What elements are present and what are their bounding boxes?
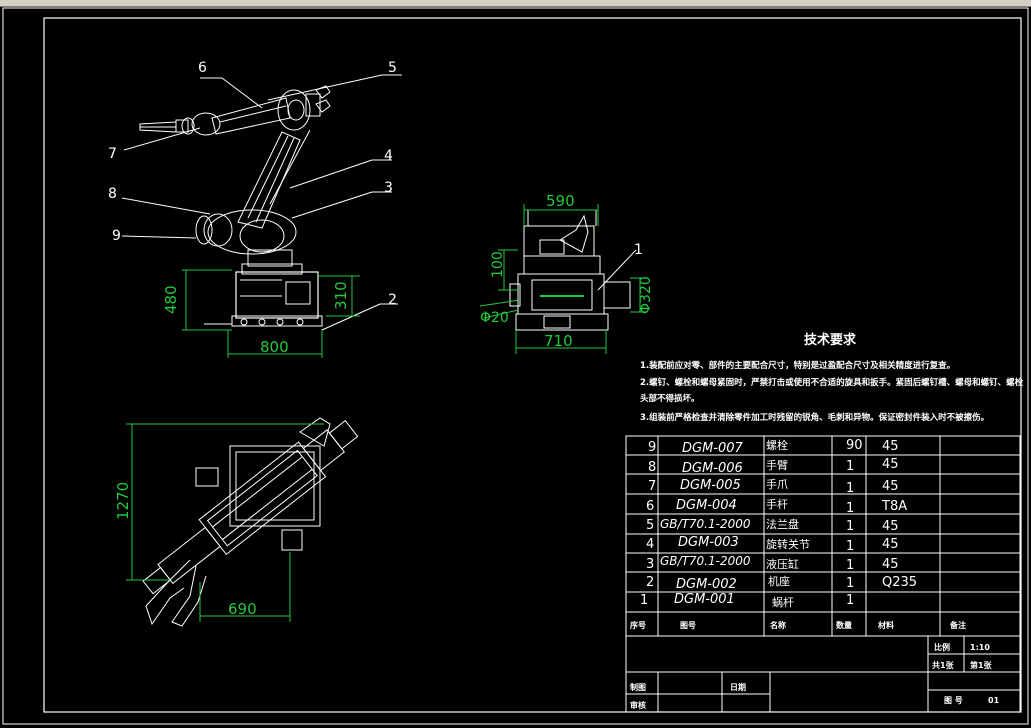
bom-row-9-qty: 1 — [846, 593, 854, 608]
balloon-7: 7 — [108, 146, 117, 162]
bom-row-7-qty: 1 — [846, 558, 854, 573]
side-view-leaders — [121, 74, 402, 331]
front-view-dimensions — [479, 204, 646, 354]
side-view-dimensions — [182, 269, 360, 358]
bom-row-1-qty: 90 — [846, 438, 863, 453]
bom-row-4-name: 手杆 — [766, 497, 788, 511]
drawing-no: 01 — [988, 696, 1000, 705]
bom-row-9-no: 1 — [640, 593, 648, 608]
bom-row-8-mat: Q235 — [882, 575, 917, 590]
bom-header-note: 备注 — [949, 620, 966, 630]
front-view-robot — [509, 210, 631, 331]
bom-row-8-code: DGM-002 — [676, 577, 737, 592]
bom-table-grid — [625, 435, 1021, 713]
bom-row-3-code: DGM-005 — [680, 478, 741, 493]
bom-row-3-mat: 45 — [882, 479, 899, 494]
bom-row-8-no: 2 — [646, 575, 654, 590]
bom-row-4-mat: T8A — [881, 499, 907, 514]
drawing-no-label: 图 号 — [944, 696, 963, 705]
dim-phi20: Φ20 — [480, 310, 509, 326]
bom-row-2-name: 手臂 — [766, 458, 788, 472]
bom-row-4-no: 6 — [646, 499, 654, 514]
balloon-1: 1 — [634, 242, 643, 258]
bom-row-3-no: 7 — [648, 479, 656, 494]
bom-header-code: 图号 — [680, 621, 696, 630]
bom-row-1-mat: 45 — [882, 439, 899, 454]
bom-row-6-code: DGM-003 — [678, 535, 739, 550]
window-top-bar — [0, 0, 1031, 7]
balloon-8: 8 — [108, 186, 117, 202]
bom-row-6-qty: 1 — [846, 539, 854, 554]
bom-row-3-name: 手爪 — [766, 477, 788, 491]
bom-header-name: 名称 — [770, 620, 786, 630]
bom-row-2-qty: 1 — [846, 459, 854, 474]
bom-header-mat: 材料 — [878, 620, 894, 630]
bom-row-9-name: 蜗杆 — [772, 595, 794, 609]
bom-row-1-no: 9 — [648, 440, 656, 455]
bom-row-2-no: 8 — [648, 460, 656, 475]
inner-frame — [43, 17, 1022, 713]
side-view-robot — [139, 85, 331, 327]
tech-line-1: 1.装配前应对零、部件的主要配合尺寸，特别是过盈配合尺寸及相关精度进行复查。 — [640, 360, 955, 371]
dim-480: 480 — [162, 285, 180, 314]
tech-title: 技术要求 — [804, 332, 857, 348]
balloon-3: 3 — [384, 180, 393, 196]
dim-800: 800 — [260, 338, 289, 356]
tech-line-3: 3.组装前严格检查并清除零件加工时残留的锐角、毛刺和异物。保证密封件装入时不被擦… — [640, 412, 989, 423]
bom-row-2-mat: 45 — [882, 457, 899, 472]
bom-row-8-name: 机座 — [768, 574, 790, 588]
bom-header-qty: 数量 — [836, 620, 852, 630]
bom-rows: 9 DGM-007 螺栓 90 45 8 DGM-006 手臂 1 45 7 D… — [640, 438, 917, 609]
bom-row-5-no: 5 — [646, 518, 654, 533]
bom-row-1-name: 螺栓 — [766, 438, 788, 452]
balloon-5: 5 — [388, 60, 397, 76]
bom-row-3-qty: 1 — [846, 481, 854, 496]
bom-row-7-no: 3 — [646, 557, 654, 572]
sheet-number: 第1张 — [970, 660, 993, 670]
scale-value: 1:10 — [970, 643, 990, 652]
bom-row-6-mat: 45 — [882, 537, 899, 552]
bom-row-5-code: GB/T70.1-2000 — [660, 517, 751, 531]
bom-row-1-code: DGM-007 — [682, 441, 744, 456]
plan-view-dimensions — [126, 423, 324, 622]
bom-header: 序号 图号 名称 数量 材料 备注 — [630, 620, 966, 630]
outer-frame — [2, 7, 1029, 725]
dim-710: 710 — [544, 332, 573, 350]
dim-100: 100 — [490, 251, 506, 278]
bom-row-6-no: 4 — [646, 537, 654, 552]
bom-row-7-name: 液压缸 — [766, 557, 799, 571]
bom-row-4-code: DGM-004 — [676, 498, 737, 513]
dim-phi320: Φ320 — [638, 276, 654, 314]
title-block: 比例 1:10 共1张 第1张 制图 日期 审核 图 号 01 — [630, 642, 1000, 710]
bom-row-2-code: DGM-006 — [682, 461, 743, 476]
sheets-total: 共1张 — [932, 660, 955, 670]
balloon-9: 9 — [112, 228, 121, 244]
dim-310: 310 — [332, 281, 350, 310]
balloon-6: 6 — [198, 60, 207, 76]
plan-view-robot — [142, 417, 359, 627]
bom-row-4-qty: 1 — [846, 501, 854, 516]
scale-label: 比例 — [934, 642, 950, 652]
checked-label: 审核 — [630, 700, 646, 710]
bom-row-5-name: 法兰盘 — [766, 517, 799, 531]
bom-row-7-code: GB/T70.1-2000 — [660, 554, 751, 568]
bom-row-7-mat: 45 — [882, 557, 899, 572]
dim-1270: 1270 — [114, 482, 132, 520]
bom-row-6-name: 旋转关节 — [766, 537, 810, 551]
balloon-2: 2 — [388, 292, 397, 308]
balloon-4: 4 — [384, 148, 393, 164]
side-view-balloons: 6 5 7 4 3 8 9 2 — [108, 60, 397, 308]
bom-row-9-code: DGM-001 — [674, 592, 735, 607]
bom-row-5-qty: 1 — [846, 519, 854, 534]
tech-line-2a: 2.螺钉、螺栓和螺母紧固时，严禁打击或使用不合适的旋具和扳手。紧固后螺钉槽、螺母… — [640, 377, 1024, 388]
bom-row-8-qty: 1 — [846, 576, 854, 591]
bom-header-no: 序号 — [630, 620, 646, 630]
dim-690: 690 — [228, 600, 257, 618]
tech-line-2b: 头部不得损坏。 — [640, 393, 700, 404]
drawn-label: 制图 — [630, 682, 646, 692]
dim-590: 590 — [546, 192, 575, 210]
date-label: 日期 — [730, 682, 746, 692]
bom-row-5-mat: 45 — [882, 519, 899, 534]
